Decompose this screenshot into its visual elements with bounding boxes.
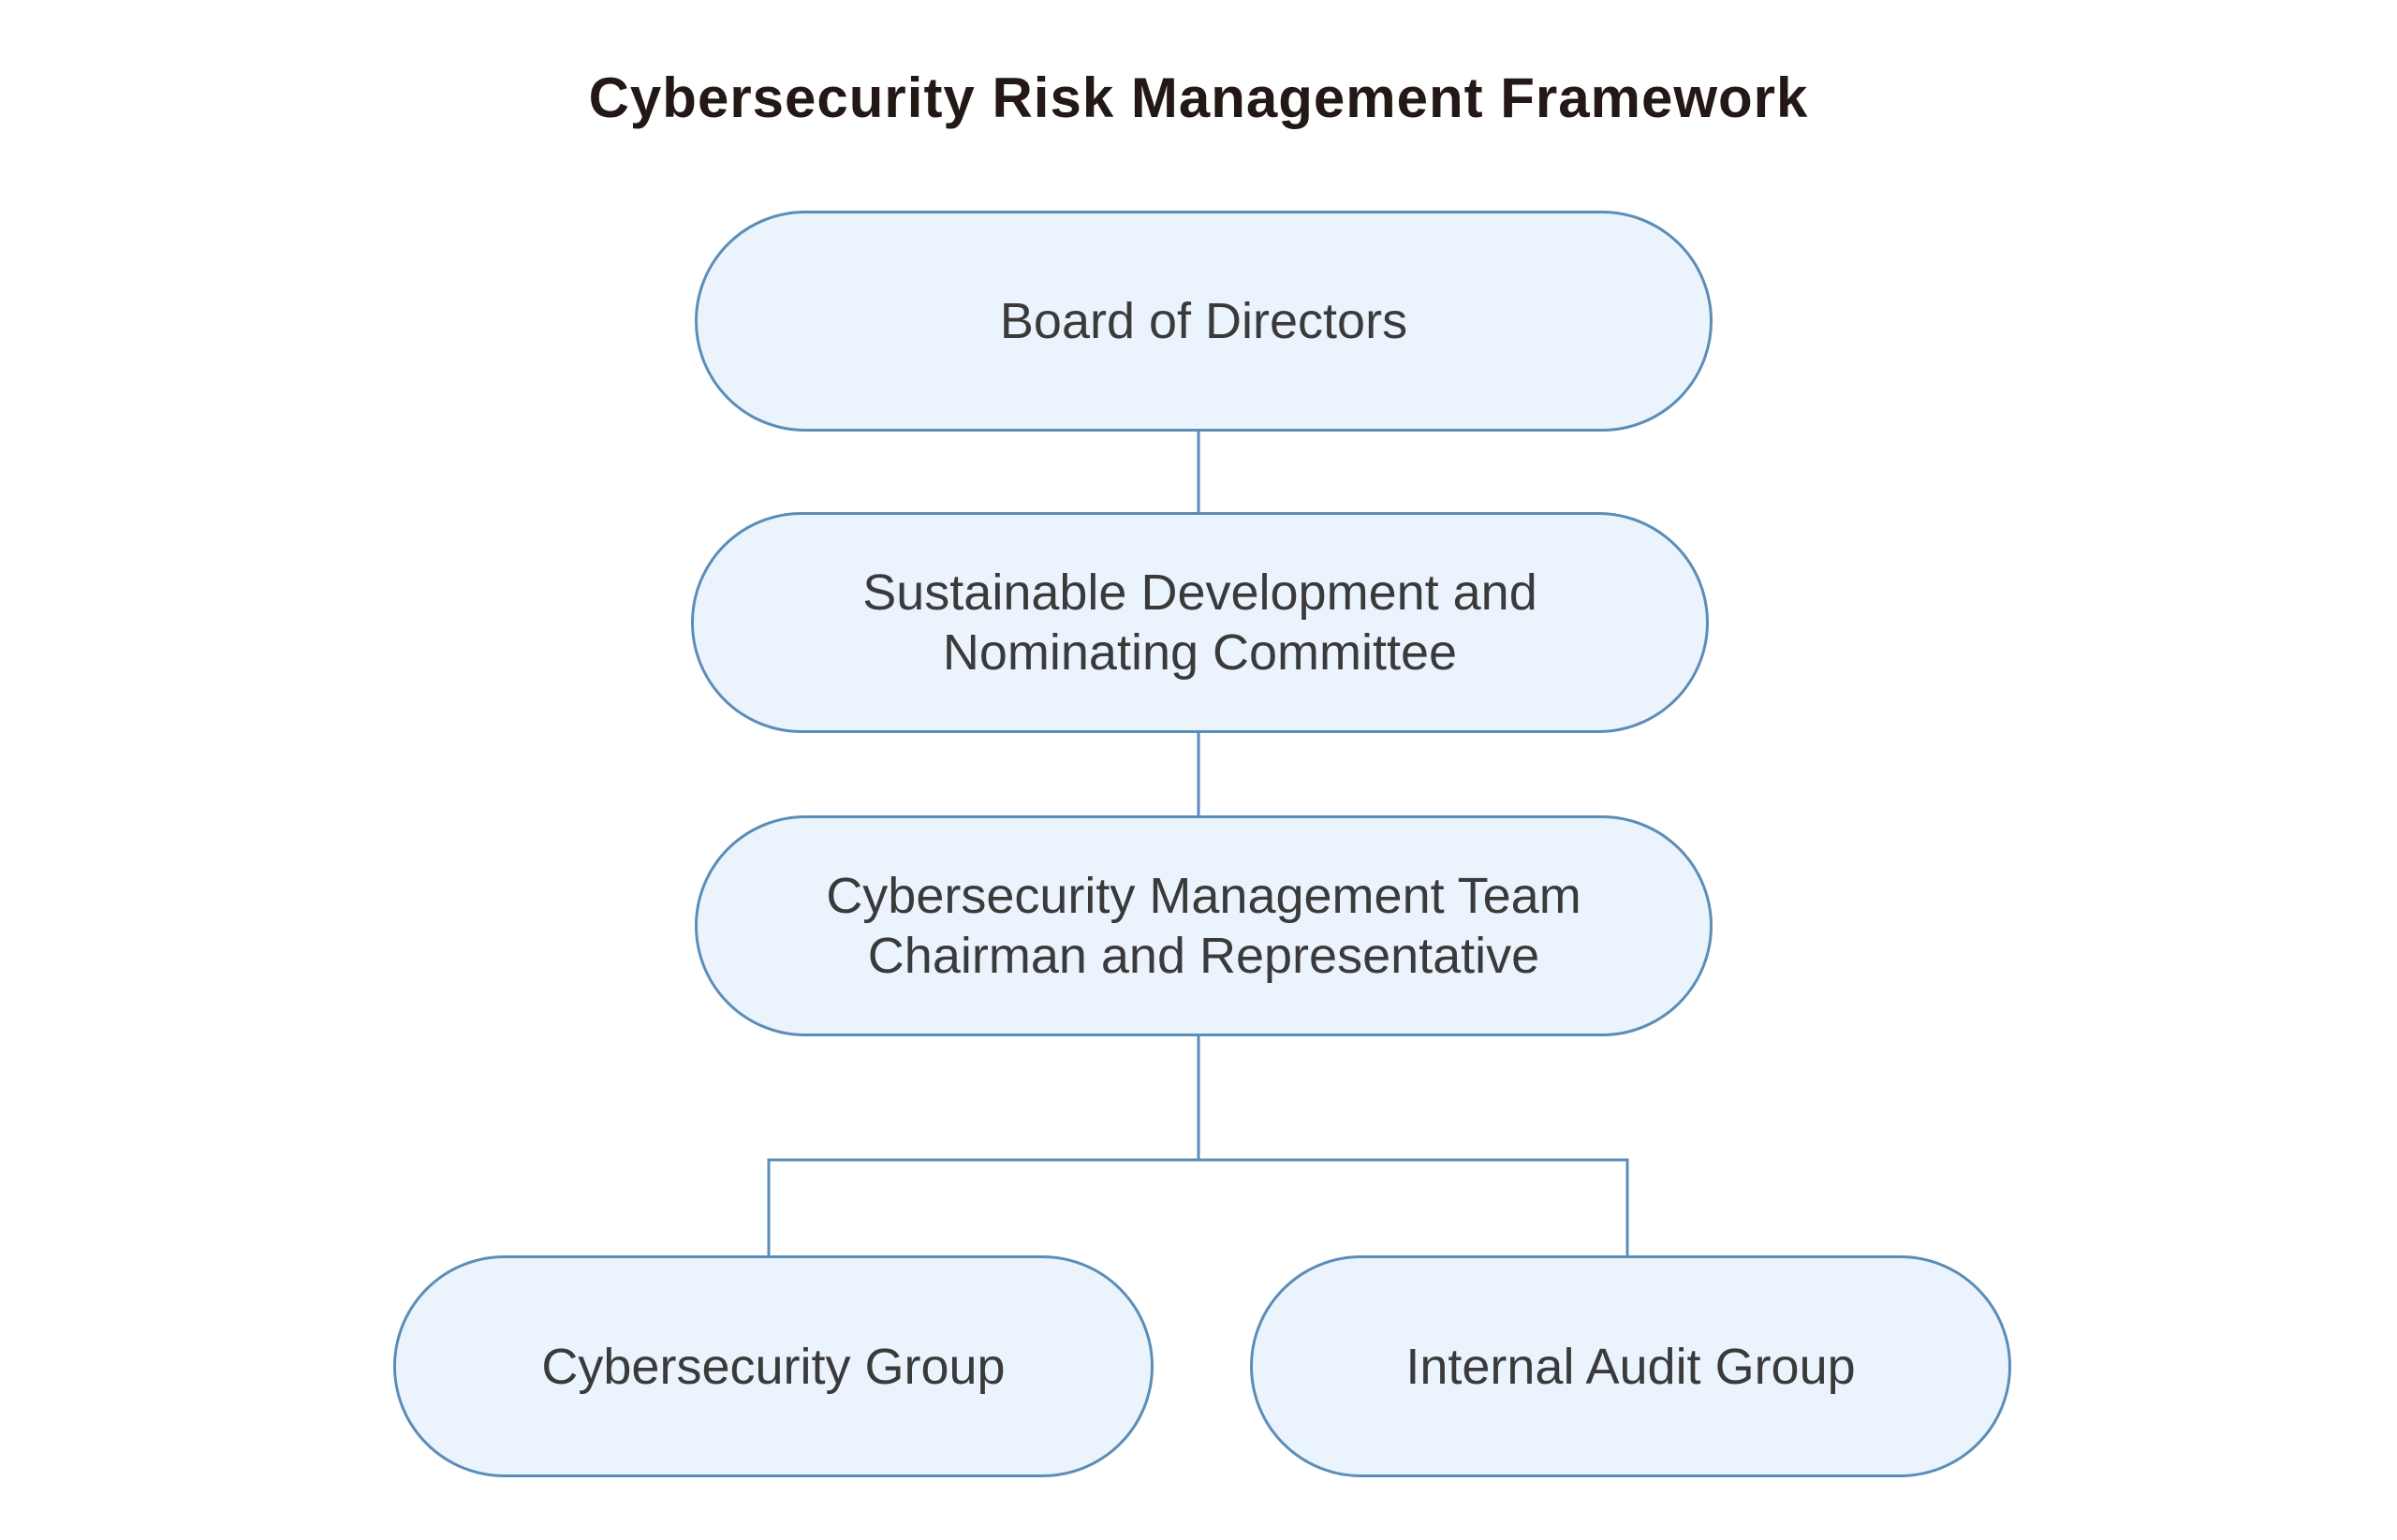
node-cybersecurity-group: Cybersecurity Group — [393, 1255, 1154, 1477]
node-cybersecurity-management-team: Cybersecurity Management Team Chairman a… — [695, 815, 1713, 1036]
connector-branch-left — [767, 1158, 1198, 1255]
node-internal-audit-group: Internal Audit Group — [1250, 1255, 2011, 1477]
node-label: Board of Directors — [999, 293, 1408, 349]
node-label-line: Nominating Committee — [942, 624, 1458, 681]
node-label-line: Cybersecurity Management Team — [826, 868, 1581, 924]
connector-branch-right — [1198, 1158, 1629, 1255]
diagram-title: Cybersecurity Risk Management Framework — [588, 66, 1809, 129]
node-label-line: Chairman and Representative — [867, 928, 1540, 984]
node-label: Cybersecurity Group — [541, 1338, 1006, 1395]
node-board-of-directors: Board of Directors — [695, 211, 1713, 432]
node-sustainable-development-committee: Sustainable Development and Nominating C… — [691, 512, 1709, 733]
node-label-line: Sustainable Development and — [862, 565, 1537, 621]
node-label: Internal Audit Group — [1405, 1338, 1856, 1395]
